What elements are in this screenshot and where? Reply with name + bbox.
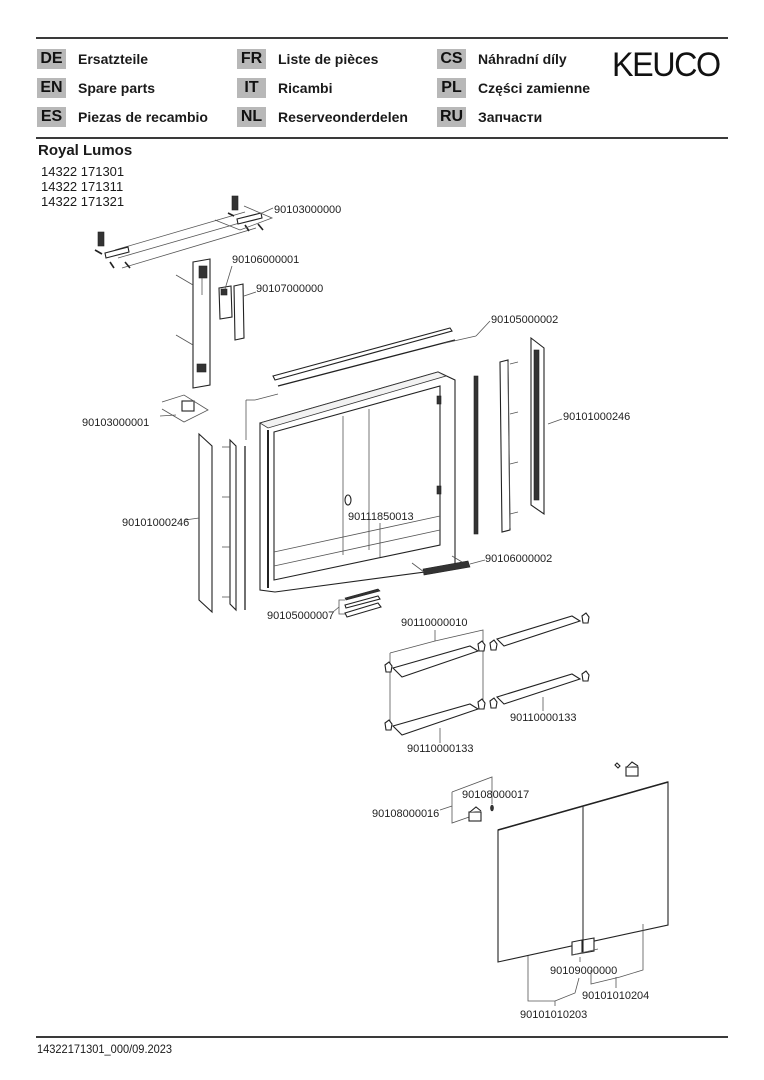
lang-row-de: DE Ersatzteile xyxy=(37,48,148,70)
document-code: 14322171301_000/09.2023 xyxy=(37,1042,173,1056)
part-number-label: 90108000017 xyxy=(462,789,529,801)
profile-set-part xyxy=(332,588,382,618)
side-panel-right-part xyxy=(499,336,563,533)
side-panel-left-part xyxy=(184,432,246,614)
part-number-label: 90109000000 xyxy=(550,965,617,977)
part-number-label: 90103000001 xyxy=(82,417,149,429)
lang-row-fr: FR Liste de pièces xyxy=(237,48,378,70)
part-number-label: 90106000002 xyxy=(485,553,552,565)
part-number-label: 90110000010 xyxy=(401,617,467,629)
part-number-label: 90101010204 xyxy=(582,990,649,1002)
electronics-module-part xyxy=(218,265,233,320)
lang-row-pl: PL Części zamienne xyxy=(437,77,590,99)
article-number: 14322 171321 xyxy=(41,194,125,209)
footer-rule xyxy=(36,1036,728,1038)
lang-code-badge: RU xyxy=(437,107,466,127)
lang-label: Spare parts xyxy=(78,80,156,96)
part-number-label: 90110000133 xyxy=(407,743,473,755)
article-number: 14322 171301 xyxy=(41,164,125,179)
electronics-cover-part xyxy=(233,283,257,341)
lang-code-badge: ES xyxy=(37,107,66,127)
part-number-label: 90110000133 xyxy=(510,712,576,724)
part-number-label: 90111850013 xyxy=(348,511,414,523)
lang-label: Náhradní díly xyxy=(478,51,567,67)
lang-label: Reserveonderdelen xyxy=(278,109,408,125)
hinge-part xyxy=(439,776,494,824)
led-strip-part xyxy=(245,320,491,535)
lang-label: Запчасти xyxy=(478,109,543,125)
lang-code-badge: DE xyxy=(37,49,66,69)
part-number-label: 90103000000 xyxy=(274,204,341,216)
hinge-top-part xyxy=(614,761,639,777)
part-number-label: 90106000001 xyxy=(232,254,299,266)
lang-row-es: ES Piezas de recambio xyxy=(37,106,208,128)
header-bottom-rule xyxy=(36,137,728,139)
part-number-label: 90107000000 xyxy=(256,283,323,295)
header-top-rule xyxy=(36,37,728,39)
lang-code-badge: PL xyxy=(437,78,466,98)
electronics-column-part xyxy=(175,258,211,389)
part-number-label: 90101000246 xyxy=(122,517,189,529)
lang-label: Części zamienne xyxy=(478,80,591,96)
shelf-right-part xyxy=(495,673,582,711)
shelf-part xyxy=(391,615,582,678)
wall-bracket-part xyxy=(94,195,274,269)
lang-code-badge: NL xyxy=(237,107,266,127)
lang-label: Ersatzteile xyxy=(78,51,149,67)
product-name: Royal Lumos xyxy=(38,142,133,159)
article-number: 14322 171311 xyxy=(41,179,124,194)
part-number-label: 90105000002 xyxy=(491,314,558,326)
shelf-holder-part xyxy=(384,612,590,731)
lang-code-badge: IT xyxy=(237,78,266,98)
part-number-label: 90101000246 xyxy=(563,411,630,423)
door-handle-part xyxy=(571,937,599,962)
lang-code-badge: CS xyxy=(437,49,466,69)
lang-code-badge: FR xyxy=(237,49,266,69)
lang-label: Ricambi xyxy=(278,80,333,96)
brand-logo: KEUCO xyxy=(612,46,721,84)
cabinet-body-part xyxy=(259,371,456,593)
bottom-light-part xyxy=(411,555,486,576)
lang-label: Piezas de recambio xyxy=(78,109,208,125)
shelf-left-part xyxy=(391,703,480,743)
mounting-clip-part xyxy=(159,394,209,423)
door-leaders xyxy=(527,924,644,1006)
mirror-doors-part xyxy=(497,781,669,963)
lang-row-en: EN Spare parts xyxy=(37,77,155,99)
lang-row-nl: NL Reserveonderdelen xyxy=(237,106,408,128)
lang-row-ru: RU Запчасти xyxy=(437,106,542,128)
part-number-label: 90108000016 xyxy=(372,808,439,820)
part-number-label: 90105000007 xyxy=(267,610,334,622)
lang-row-cs: CS Náhradní díly xyxy=(437,48,567,70)
part-number-label: 90101010203 xyxy=(520,1009,587,1021)
lang-row-it: IT Ricambi xyxy=(237,77,332,99)
lang-code-badge: EN xyxy=(37,78,66,98)
lang-label: Liste de pièces xyxy=(278,51,379,67)
